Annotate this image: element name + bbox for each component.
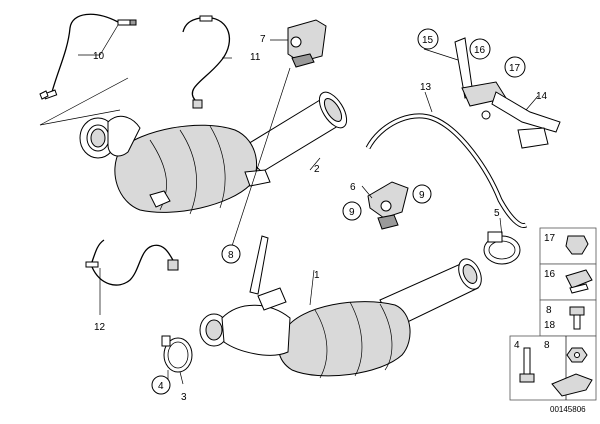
sidebar-label-4: 4 (514, 340, 520, 351)
label-7: 7 (260, 34, 266, 45)
bracket-6[interactable] (367, 181, 409, 230)
label-3: 3 (181, 392, 187, 403)
callout-9-right[interactable]: 9 (412, 184, 432, 204)
oxygen-sensor-11[interactable] (182, 15, 231, 109)
leader-lines (39, 24, 539, 385)
vacuum-hose-13[interactable] (365, 113, 528, 228)
callout-16[interactable]: 16 (469, 38, 491, 60)
label-5: 5 (494, 208, 500, 219)
callout-16-label: 16 (474, 45, 486, 56)
clip-16[interactable]: 16 (544, 269, 593, 294)
clamp-5[interactable] (483, 231, 521, 265)
oxygen-sensor-12[interactable] (85, 239, 179, 286)
label-1: 1 (314, 270, 320, 281)
sidebar-label-16: 16 (544, 269, 556, 280)
sidebar-label-18: 18 (544, 320, 556, 331)
label-13: 13 (420, 82, 432, 93)
label-6: 6 (350, 182, 356, 193)
label-12: 12 (94, 322, 106, 333)
callout-17-label: 17 (509, 63, 521, 74)
bracket-14[interactable] (454, 37, 561, 149)
label-14: 14 (536, 91, 548, 102)
bolt-8-18[interactable]: 8 18 (544, 305, 585, 331)
callout-15[interactable]: 15 (417, 28, 439, 50)
label-10: 10 (93, 51, 105, 62)
bracket-7[interactable] (287, 19, 327, 68)
label-2: 2 (314, 164, 320, 175)
catalytic-converter-upper[interactable] (79, 88, 352, 215)
sidebar-label-17: 17 (544, 233, 556, 244)
callout-9-left-label: 9 (349, 207, 355, 218)
oxygen-sensor-10[interactable] (39, 13, 137, 100)
clip-17[interactable]: 17 (544, 233, 589, 255)
callout-4[interactable]: 4 (151, 375, 171, 395)
label-11: 11 (250, 52, 261, 63)
callout-9-right-label: 9 (419, 190, 425, 201)
callout-17[interactable]: 17 (504, 56, 526, 78)
document-id: 00145806 (550, 405, 586, 414)
callout-4-label: 4 (158, 381, 164, 392)
bolt-4[interactable]: 4 (514, 340, 535, 383)
callout-15-label: 15 (422, 35, 434, 46)
sidebar-label-8a: 8 (546, 305, 552, 316)
nut-8[interactable]: 8 (544, 340, 593, 397)
callout-9-left[interactable]: 9 (342, 201, 362, 221)
callout-8-top[interactable]: 8 (221, 244, 241, 264)
small-parts-sidebar: 17 16 8 18 4 8 (509, 227, 597, 401)
part-number-labels: 10 11 7 2 1 12 3 13 14 5 6 (93, 34, 548, 403)
sidebar-label-8b: 8 (544, 340, 550, 351)
catalytic-converter-lower[interactable] (199, 235, 486, 379)
callout-8-top-label: 8 (228, 250, 234, 261)
clamp-3[interactable] (161, 335, 193, 373)
